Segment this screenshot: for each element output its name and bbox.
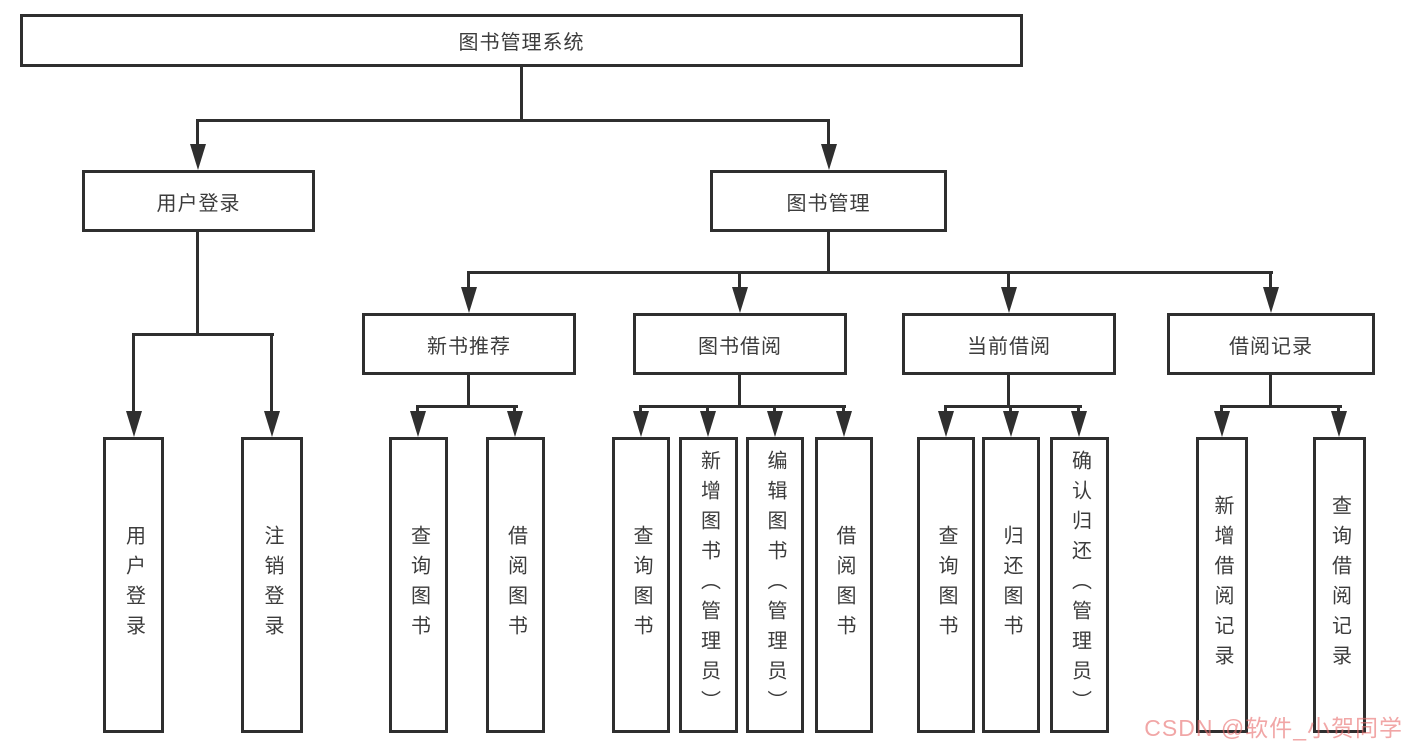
node-borrow-records-label: 借阅记录	[1229, 335, 1313, 358]
node-current-borrow-label: 当前借阅	[967, 335, 1051, 358]
connector-root-hbar	[196, 119, 830, 122]
connector-drop-leaf-login	[132, 333, 135, 411]
arrowhead-rec-query	[410, 411, 426, 437]
leaf-return-book: 归还图书	[982, 437, 1040, 733]
connector-drop-rec-borrow	[513, 405, 516, 413]
connector-current-hbar	[944, 405, 1082, 408]
node-root: 图书管理系统	[20, 14, 1023, 67]
leaf-current-query-book: 查询图书	[917, 437, 975, 733]
leaf-borrow-book: 借阅图书	[815, 437, 873, 733]
arrowhead-bb-borrow	[836, 411, 852, 437]
connector-drop-bb-query	[639, 405, 642, 413]
node-book-borrow: 图书借阅	[633, 313, 847, 375]
connector-drop-cb-confirm	[1077, 405, 1080, 413]
node-book-management-label: 图书管理	[786, 192, 871, 215]
node-book-management: 图书管理	[710, 170, 947, 232]
node-new-book-recommend-label: 新书推荐	[427, 335, 511, 358]
node-new-book-recommend: 新书推荐	[362, 313, 576, 375]
connector-current-stem	[1007, 375, 1010, 408]
connector-drop-bb-borrow	[842, 405, 845, 413]
arrowhead-book-borrow	[732, 287, 748, 313]
connector-drop-mgmt	[827, 119, 830, 144]
arrowhead-new-book-recommend	[461, 287, 477, 313]
csdn-watermark: CSDN @软件_小贺同学	[1144, 715, 1403, 741]
node-borrow-records: 借阅记录	[1167, 313, 1375, 375]
connector-drop-currentborrow	[1007, 271, 1010, 287]
node-user-login: 用户登录	[82, 170, 315, 232]
arrowhead-rec-borrow	[507, 411, 523, 437]
connector-drop-leaf-logout	[270, 333, 273, 411]
connector-drop-cb-return	[1009, 405, 1012, 413]
connector-drop-rr-query	[1337, 405, 1340, 413]
arrowhead-current-borrow	[1001, 287, 1017, 313]
leaf-recommend-query-book: 查询图书	[389, 437, 448, 733]
connector-drop-rec-query	[416, 405, 419, 413]
leaf-confirm-return-admin-label: 确认归还（管理员）	[1068, 450, 1091, 720]
arrowhead-cb-query	[938, 411, 954, 437]
connector-drop-bb-add	[706, 405, 709, 413]
arrowhead-leaf-logout	[264, 411, 280, 437]
leaf-add-book-admin-label: 新增图书（管理员）	[697, 450, 720, 720]
arrowhead-cb-confirm	[1071, 411, 1087, 437]
arrowhead-leaf-login	[126, 411, 142, 437]
connector-drop-records	[1269, 271, 1272, 287]
leaf-logout: 注销登录	[241, 437, 303, 733]
arrowhead-cb-return	[1003, 411, 1019, 437]
arrowhead-bb-edit	[767, 411, 783, 437]
leaf-query-borrow-record: 查询借阅记录	[1313, 437, 1366, 733]
leaf-current-query-book-label: 查询图书	[935, 525, 957, 645]
connector-drop-newbook	[467, 271, 470, 287]
connector-user-stem	[196, 232, 199, 336]
leaf-return-book-label: 归还图书	[1000, 525, 1022, 645]
connector-user-hbar	[132, 333, 274, 336]
leaf-recommend-query-book-label: 查询图书	[407, 525, 430, 645]
node-book-borrow-label: 图书借阅	[698, 335, 782, 358]
arrowhead-rr-query	[1331, 411, 1347, 437]
connector-records-hbar	[1220, 405, 1342, 408]
connector-borrow-stem	[738, 375, 741, 408]
connector-drop-user	[196, 119, 199, 144]
leaf-add-borrow-record-label: 新增借阅记录	[1211, 495, 1233, 675]
arrowhead-user-login	[190, 144, 206, 170]
leaf-borrow-book-label: 借阅图书	[833, 525, 855, 645]
connector-drop-bookborrow	[738, 271, 741, 287]
leaf-logout-label: 注销登录	[261, 525, 283, 645]
leaf-add-book-admin: 新增图书（管理员）	[679, 437, 738, 733]
leaf-recommend-borrow-book: 借阅图书	[486, 437, 545, 733]
leaf-recommend-borrow-book-label: 借阅图书	[504, 525, 527, 645]
connector-mgmt-hbar	[467, 271, 1273, 274]
leaf-user-login-label: 用户登录	[122, 525, 145, 645]
connector-newbook-hbar	[416, 405, 518, 408]
connector-drop-cb-query	[944, 405, 947, 413]
arrowhead-borrow-records	[1263, 287, 1279, 313]
arrowhead-book-management	[821, 144, 837, 170]
arrowhead-rr-add	[1214, 411, 1230, 437]
leaf-edit-book-admin-label: 编辑图书（管理员）	[764, 450, 786, 720]
connector-newbook-stem	[467, 375, 470, 408]
connector-borrow-hbar	[639, 405, 846, 408]
connector-mgmt-stem	[827, 232, 830, 273]
connector-drop-bb-edit	[773, 405, 776, 413]
leaf-borrow-query-book: 查询图书	[612, 437, 670, 733]
leaf-borrow-query-book-label: 查询图书	[630, 525, 652, 645]
arrowhead-bb-add	[700, 411, 716, 437]
leaf-edit-book-admin: 编辑图书（管理员）	[746, 437, 804, 733]
arrowhead-bb-query	[633, 411, 649, 437]
leaf-user-login: 用户登录	[103, 437, 164, 733]
connector-root-stem	[520, 67, 523, 120]
connector-records-stem	[1269, 375, 1272, 408]
node-user-login-label: 用户登录	[156, 192, 241, 215]
node-current-borrow: 当前借阅	[902, 313, 1116, 375]
leaf-add-borrow-record: 新增借阅记录	[1196, 437, 1248, 733]
leaf-query-borrow-record-label: 查询借阅记录	[1328, 495, 1351, 675]
node-root-label: 图书管理系统	[458, 32, 585, 54]
leaf-confirm-return-admin: 确认归还（管理员）	[1050, 437, 1109, 733]
connector-drop-rr-add	[1220, 405, 1223, 413]
